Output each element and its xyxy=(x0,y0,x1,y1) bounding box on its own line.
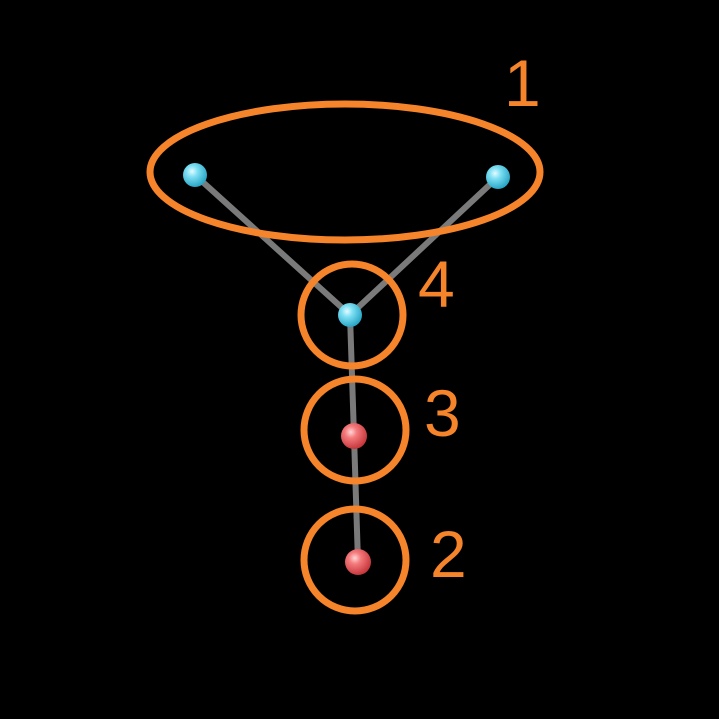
group-4-label: 4 xyxy=(418,247,455,321)
group-2-ring xyxy=(300,505,410,615)
atom-left xyxy=(183,163,207,187)
group-1-label: 1 xyxy=(504,46,541,120)
group-3-ring xyxy=(300,375,410,485)
atom-bottom-red xyxy=(345,549,371,575)
group-2-label: 2 xyxy=(430,517,467,591)
group-1-ring xyxy=(146,100,544,244)
bond-right xyxy=(347,174,501,318)
bond-center-lower xyxy=(351,433,361,565)
atom-middle-red xyxy=(341,423,367,449)
bond-left xyxy=(192,172,353,318)
atom-right xyxy=(486,165,510,189)
bond-center-upper xyxy=(347,312,357,439)
group-4-ring xyxy=(297,260,407,370)
group-3-label: 3 xyxy=(424,376,461,450)
atom-center xyxy=(338,303,362,327)
